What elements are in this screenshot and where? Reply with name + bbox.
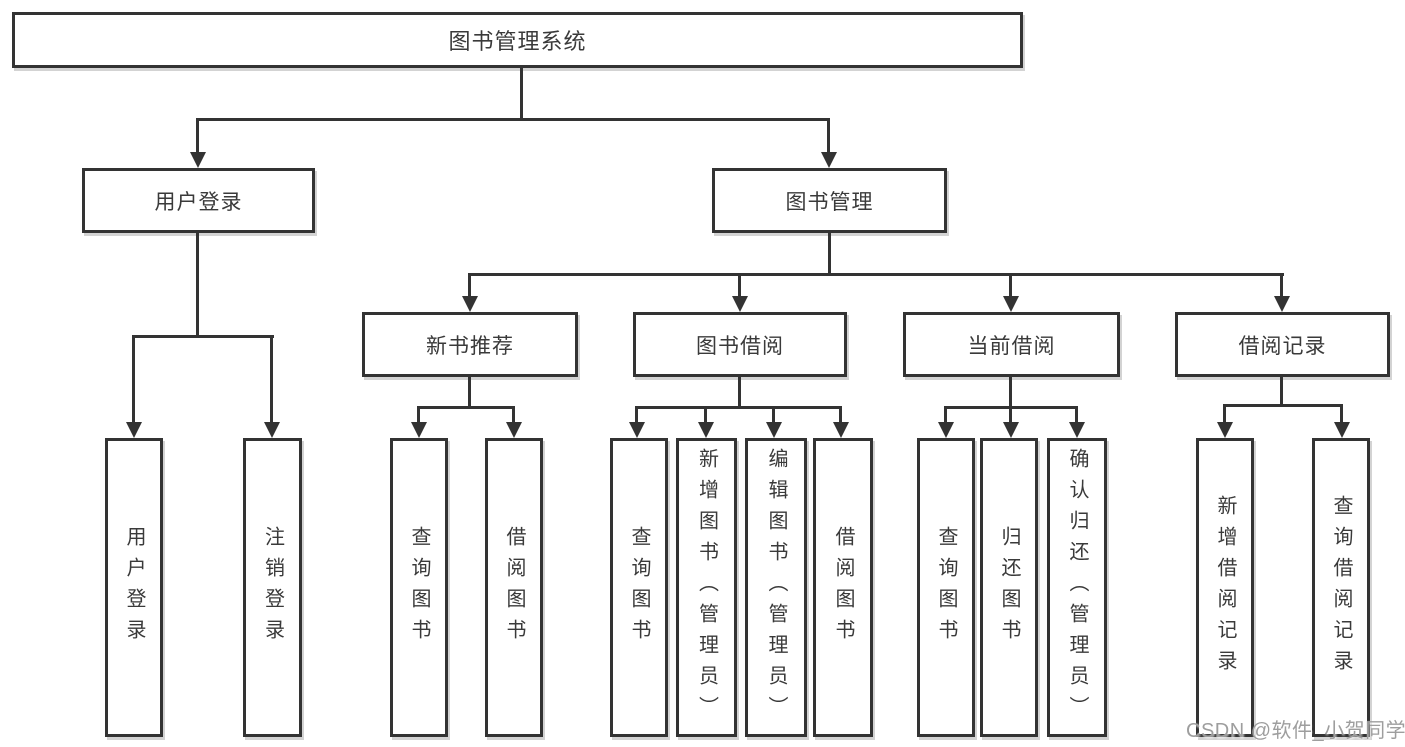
connector-vline bbox=[1280, 377, 1283, 404]
arrow-down-icon bbox=[1334, 422, 1350, 438]
arrow-down-icon bbox=[411, 422, 427, 438]
connector-vline bbox=[738, 377, 741, 406]
leaf-return-books: 归还图书 bbox=[980, 438, 1038, 737]
leaf-query-books-recommend: 查询图书 bbox=[390, 438, 448, 737]
node-book-management: 图书管理 bbox=[712, 168, 947, 233]
leaf-borrow-books: 借阅图书 bbox=[813, 438, 873, 737]
arrow-down-icon bbox=[732, 296, 748, 312]
connector-vline bbox=[512, 406, 515, 422]
connector-vline bbox=[635, 406, 638, 422]
leaf-add-borrow-record: 新增借阅记录 bbox=[1196, 438, 1254, 737]
leaf-label: 借阅图书 bbox=[503, 525, 525, 650]
node-label: 图书借阅 bbox=[696, 334, 784, 358]
leaf-query-books-current: 查询图书 bbox=[917, 438, 975, 737]
connector-vline bbox=[270, 335, 273, 422]
arrow-down-icon bbox=[833, 422, 849, 438]
arrow-down-icon bbox=[1217, 422, 1233, 438]
leaf-label: 查询图书 bbox=[628, 525, 650, 650]
arrow-down-icon bbox=[629, 422, 645, 438]
arrow-down-icon bbox=[821, 152, 837, 168]
connector-vline bbox=[468, 377, 471, 406]
connector-vline bbox=[772, 406, 775, 422]
leaf-label: 查询图书 bbox=[408, 525, 430, 650]
arrow-down-icon bbox=[126, 422, 142, 438]
connector-hline bbox=[635, 406, 842, 409]
leaf-label: 借阅图书 bbox=[832, 525, 854, 650]
node-new-book-recommend: 新书推荐 bbox=[362, 312, 578, 377]
connector-vline bbox=[520, 68, 523, 118]
connector-vline bbox=[196, 233, 199, 335]
node-borrowing-records: 借阅记录 bbox=[1175, 312, 1390, 377]
connector-vline bbox=[704, 406, 707, 422]
connector-hline bbox=[132, 335, 274, 338]
connector-vline bbox=[1009, 273, 1012, 296]
connector-vline bbox=[196, 118, 199, 154]
leaf-label: 注销登录 bbox=[261, 525, 284, 650]
connector-vline bbox=[1223, 404, 1226, 422]
leaf-label: 查询图书 bbox=[935, 525, 957, 650]
arrow-down-icon bbox=[462, 296, 478, 312]
connector-vline bbox=[1075, 406, 1078, 422]
leaf-label: 编辑图书（管理员） bbox=[765, 448, 787, 727]
arrow-down-icon bbox=[1274, 296, 1290, 312]
connector-vline bbox=[738, 273, 741, 296]
connector-vline bbox=[417, 406, 420, 422]
node-label: 新书推荐 bbox=[426, 334, 514, 358]
connector-hline bbox=[417, 406, 515, 409]
leaf-edit-books-admin: 编辑图书（管理员） bbox=[745, 438, 807, 737]
connector-vline bbox=[468, 273, 471, 296]
leaf-label: 新增借阅记录 bbox=[1214, 494, 1236, 681]
arrow-down-icon bbox=[1003, 296, 1019, 312]
connector-vline bbox=[827, 118, 830, 154]
node-library-system: 图书管理系统 bbox=[12, 12, 1023, 68]
arrow-down-icon bbox=[506, 422, 522, 438]
watermark: CSDN @软件_小贺同学 bbox=[1186, 720, 1405, 742]
node-label: 借阅记录 bbox=[1238, 334, 1327, 358]
leaf-label: 用户登录 bbox=[123, 525, 145, 650]
node-label: 图书管理系统 bbox=[448, 29, 587, 54]
node-current-borrowing: 当前借阅 bbox=[903, 312, 1120, 377]
leaf-borrow-books-recommend: 借阅图书 bbox=[485, 438, 543, 737]
leaf-label: 归还图书 bbox=[998, 525, 1020, 650]
arrow-down-icon bbox=[766, 422, 782, 438]
leaf-label: 确认归还（管理员） bbox=[1066, 448, 1088, 727]
node-label: 图书管理 bbox=[785, 190, 874, 214]
arrow-down-icon bbox=[190, 152, 206, 168]
node-label: 用户登录 bbox=[154, 190, 243, 214]
leaf-label: 查询借阅记录 bbox=[1330, 494, 1352, 681]
leaf-user-login: 用户登录 bbox=[105, 438, 163, 737]
connector-vline bbox=[944, 406, 947, 422]
arrow-down-icon bbox=[1003, 422, 1019, 438]
leaf-logout: 注销登录 bbox=[243, 438, 302, 737]
node-label: 当前借阅 bbox=[967, 334, 1056, 358]
connector-vline bbox=[1009, 377, 1012, 406]
leaf-confirm-return-admin: 确认归还（管理员） bbox=[1047, 438, 1107, 737]
arrow-down-icon bbox=[698, 422, 714, 438]
node-book-borrowing: 图书借阅 bbox=[633, 312, 847, 377]
connector-hline bbox=[468, 273, 1284, 276]
connector-vline bbox=[839, 406, 842, 422]
arrow-down-icon bbox=[1069, 422, 1085, 438]
leaf-query-borrow-record: 查询借阅记录 bbox=[1312, 438, 1370, 737]
connector-vline bbox=[1340, 404, 1343, 422]
leaf-add-books-admin: 新增图书（管理员） bbox=[676, 438, 737, 737]
connector-hline bbox=[1223, 404, 1343, 407]
connector-vline bbox=[828, 233, 831, 273]
connector-vline bbox=[1280, 273, 1283, 296]
leaf-label: 新增图书（管理员） bbox=[695, 448, 718, 727]
connector-vline bbox=[1009, 406, 1012, 422]
node-user-login: 用户登录 bbox=[82, 168, 315, 233]
arrow-down-icon bbox=[938, 422, 954, 438]
connector-hline bbox=[196, 118, 830, 121]
leaf-query-books-borrowing: 查询图书 bbox=[610, 438, 668, 737]
connector-vline bbox=[132, 335, 135, 422]
arrow-down-icon bbox=[264, 422, 280, 438]
